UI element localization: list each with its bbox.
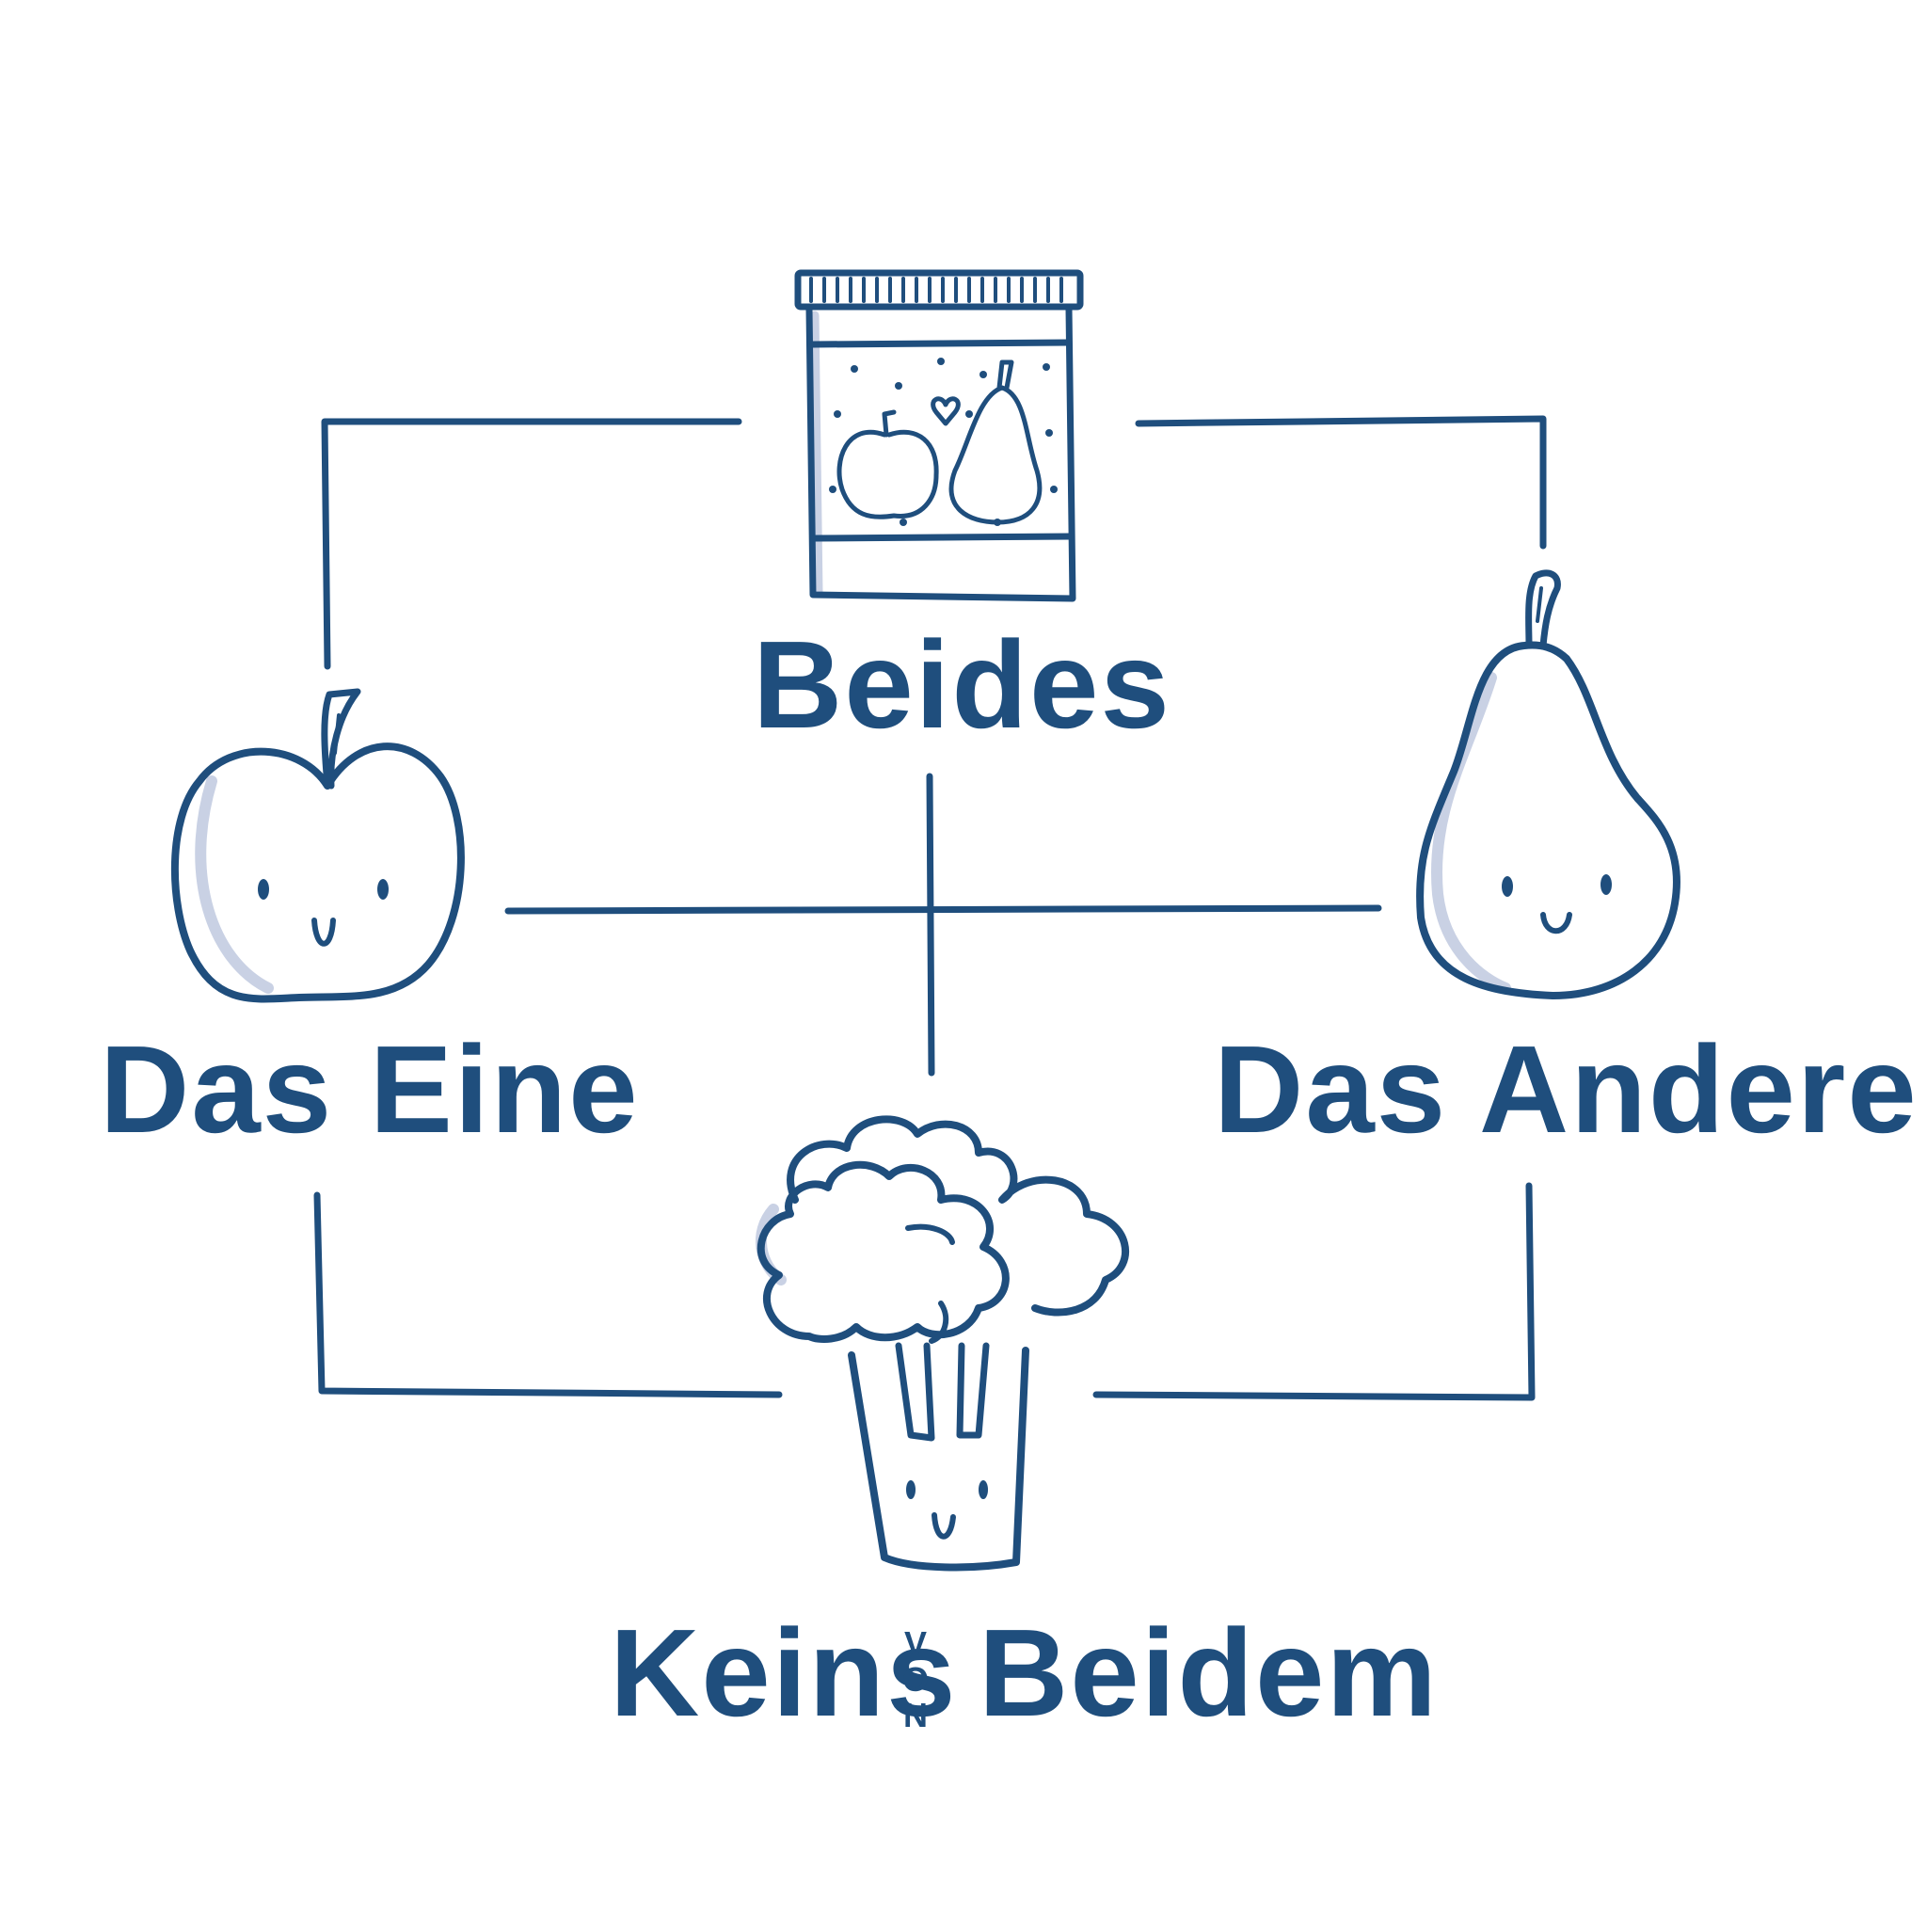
cross-horizontal-line xyxy=(508,908,1378,911)
jar-label-top-line xyxy=(813,343,1069,344)
broccoli-inner-stalk-right xyxy=(960,1346,986,1435)
label-von: VON xyxy=(901,1624,929,1734)
connector-lines xyxy=(317,419,1543,1397)
apple-icon xyxy=(175,692,461,998)
broccoli-mouth xyxy=(934,1515,953,1537)
jar-lid-ridges xyxy=(811,279,1061,301)
jar-shadow xyxy=(815,315,819,593)
label-beidem: Beidem xyxy=(979,1604,1439,1742)
pear-right-eye xyxy=(1601,874,1612,895)
jar-mini-pear-stem xyxy=(999,362,1011,388)
connector-top-right xyxy=(1139,419,1543,546)
cross-vertical-line xyxy=(930,776,932,1073)
label-keins: Keins xyxy=(610,1604,958,1742)
jar-with-apple-and-pear-icon xyxy=(798,273,1080,599)
connector-bottom-right xyxy=(1096,1186,1532,1397)
pear-mouth xyxy=(1543,915,1569,931)
apple-right-eye xyxy=(377,879,389,900)
broccoli-stalk xyxy=(852,1350,1026,1567)
apple-body xyxy=(175,746,461,998)
apple-left-eye xyxy=(258,879,269,900)
pear-shadow xyxy=(1437,678,1505,988)
label-das-eine: Das Eine xyxy=(100,1020,640,1158)
broccoli-icon xyxy=(761,1119,1125,1567)
pear-stem xyxy=(1529,573,1558,646)
apple-mouth xyxy=(314,920,333,944)
label-das-andere: Das Andere xyxy=(1214,1020,1919,1158)
broccoli-floret-detail xyxy=(908,1227,952,1341)
connector-bottom-left xyxy=(317,1195,779,1395)
jar-heart-icon xyxy=(933,399,959,423)
jar-mini-pear xyxy=(951,388,1040,522)
jar-mini-apple xyxy=(839,432,936,517)
apple-stem xyxy=(325,692,358,786)
apple-shadow xyxy=(200,781,268,988)
apple-stem-highlight xyxy=(335,715,339,753)
label-beides: Beides xyxy=(753,615,1171,754)
pear-body xyxy=(1420,646,1677,996)
broccoli-left-eye xyxy=(906,1480,916,1499)
jar-label-bottom-line xyxy=(815,536,1071,538)
jar-lid xyxy=(798,273,1080,307)
pear-left-eye xyxy=(1502,876,1513,897)
broccoli-inner-stalk-left xyxy=(899,1346,932,1438)
pear-stem-highlight xyxy=(1537,588,1541,621)
jar-body xyxy=(809,309,1073,599)
broccoli-right-eye xyxy=(979,1480,988,1499)
pear-icon xyxy=(1420,573,1677,996)
jar-mini-apple-stem xyxy=(884,412,894,435)
connector-top-left xyxy=(325,422,739,666)
broccoli-front-floret xyxy=(761,1165,1006,1339)
jar-dots xyxy=(829,358,1058,526)
broccoli-back-floret xyxy=(790,1119,1125,1312)
